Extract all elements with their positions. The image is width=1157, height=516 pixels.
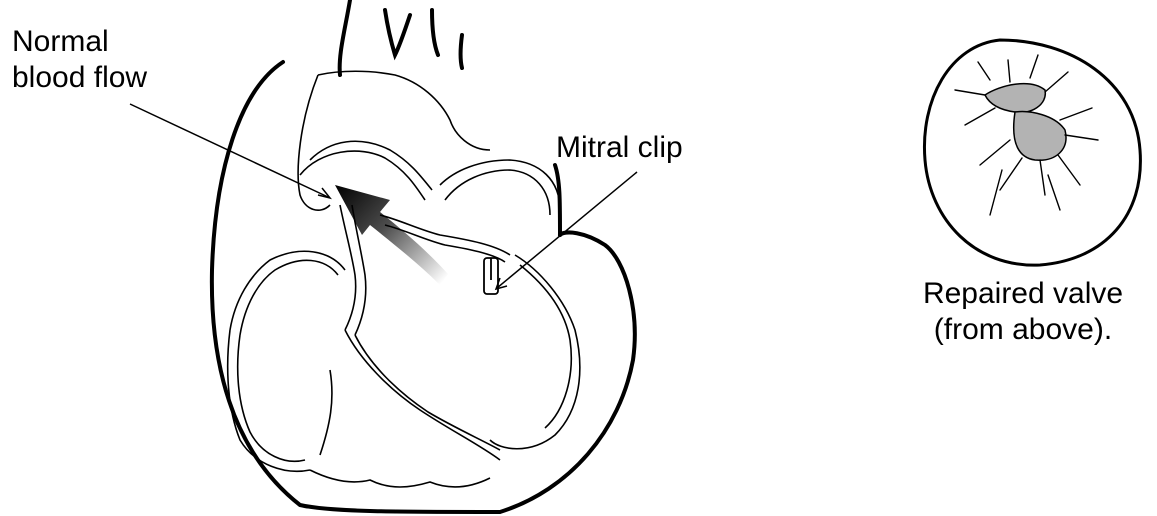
blood-flow-arrow bbox=[335, 185, 448, 285]
great-vessels bbox=[340, 0, 462, 75]
normal-blood-flow-label-line1: Normal bbox=[12, 24, 147, 60]
repaired-valve-icon bbox=[924, 40, 1140, 265]
normal-blood-flow-label-line2: blood flow bbox=[12, 60, 147, 96]
mitral-clip-label: Mitral clip bbox=[556, 130, 683, 166]
normal-blood-flow-label: Normal blood flow bbox=[12, 24, 147, 96]
repaired-valve-label-line1: Repaired valve bbox=[898, 276, 1148, 312]
heart-body bbox=[228, 71, 580, 487]
repaired-valve-label-line2: (from above). bbox=[898, 312, 1148, 348]
repaired-valve-label: Repaired valve (from above). bbox=[898, 276, 1148, 348]
